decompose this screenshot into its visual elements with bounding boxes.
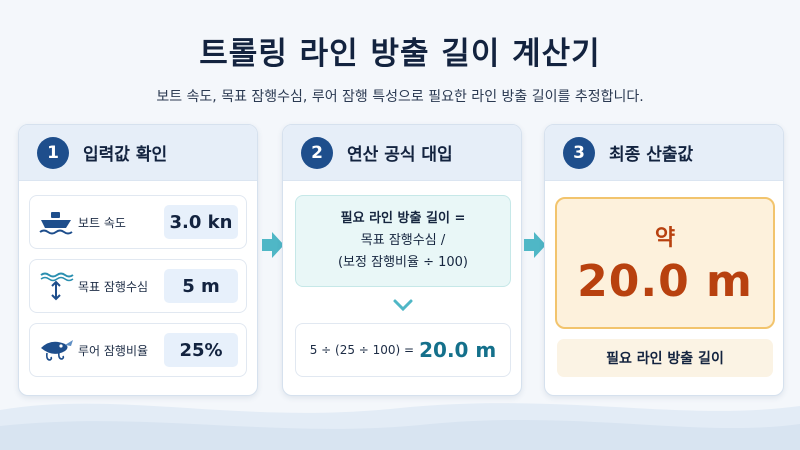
formula-box: 필요 라인 방출 길이 = 목표 잠행수심 / (보정 잠행비율 ÷ 100) bbox=[295, 195, 511, 287]
step-header: 1 입력값 확인 bbox=[19, 125, 257, 181]
arrow-right-icon bbox=[262, 232, 284, 258]
step-header: 2 연산 공식 대입 bbox=[283, 125, 521, 181]
input-label: 보트 속도 bbox=[78, 215, 126, 230]
step-title: 최종 산출값 bbox=[609, 145, 694, 165]
lure-icon bbox=[34, 330, 78, 370]
page-title: 트롤링 라인 방출 길이 계산기 bbox=[199, 36, 601, 72]
step-card-input: 1 입력값 확인 보트 속도 3.0 kn 목표 잠행수심 5 m bbox=[18, 124, 258, 396]
background-waves bbox=[0, 403, 800, 450]
approx-label: 약 bbox=[654, 225, 676, 251]
arrow-right-icon bbox=[524, 232, 546, 258]
step-header: 3 최종 산출값 bbox=[545, 125, 783, 181]
step-card-formula: 2 연산 공식 대입 필요 라인 방출 길이 = 목표 잠행수심 / (보정 잠… bbox=[282, 124, 522, 396]
input-label: 목표 잠행수심 bbox=[78, 279, 149, 294]
step-number-badge: 1 bbox=[37, 136, 69, 169]
input-row-lure-ratio: 루어 잠행비율 25% bbox=[29, 323, 247, 377]
input-row-boat-speed: 보트 속도 3.0 kn bbox=[29, 195, 247, 249]
formula-line: (보정 잠행비율 ÷ 100) bbox=[337, 255, 468, 270]
result-value: 20.0 m bbox=[577, 255, 753, 307]
input-value-boat-speed[interactable]: 3.0 kn bbox=[164, 205, 238, 239]
chevron-down-icon bbox=[393, 299, 413, 312]
calculation-result: 20.0 m bbox=[419, 338, 497, 362]
step-number-badge: 3 bbox=[563, 136, 595, 169]
calculation-expression: 5 ÷ (25 ÷ 100) = bbox=[309, 343, 415, 357]
input-value-target-depth[interactable]: 5 m bbox=[164, 269, 238, 303]
step-number-badge: 2 bbox=[301, 136, 333, 169]
step-title: 연산 공식 대입 bbox=[347, 145, 453, 165]
step-card-result: 3 최종 산출값 약 20.0 m 필요 라인 방출 길이 bbox=[544, 124, 784, 396]
formula-line: 필요 라인 방출 길이 = bbox=[340, 211, 466, 226]
boat-icon bbox=[34, 202, 78, 242]
input-row-target-depth: 목표 잠행수심 5 m bbox=[29, 259, 247, 313]
calculation-box: 5 ÷ (25 ÷ 100) = 20.0 m bbox=[295, 323, 511, 377]
page-subtitle: 보트 속도, 목표 잠행수심, 루어 잠행 특성으로 필요한 라인 방출 길이를… bbox=[156, 89, 644, 105]
input-label: 루어 잠행비율 bbox=[78, 343, 149, 358]
step-title: 입력값 확인 bbox=[83, 145, 168, 165]
depth-icon bbox=[34, 266, 78, 306]
result-box: 약 20.0 m bbox=[555, 197, 775, 329]
formula-line: 목표 잠행수심 / bbox=[360, 233, 446, 248]
result-caption: 필요 라인 방출 길이 bbox=[557, 339, 773, 377]
input-value-lure-ratio[interactable]: 25% bbox=[164, 333, 238, 367]
